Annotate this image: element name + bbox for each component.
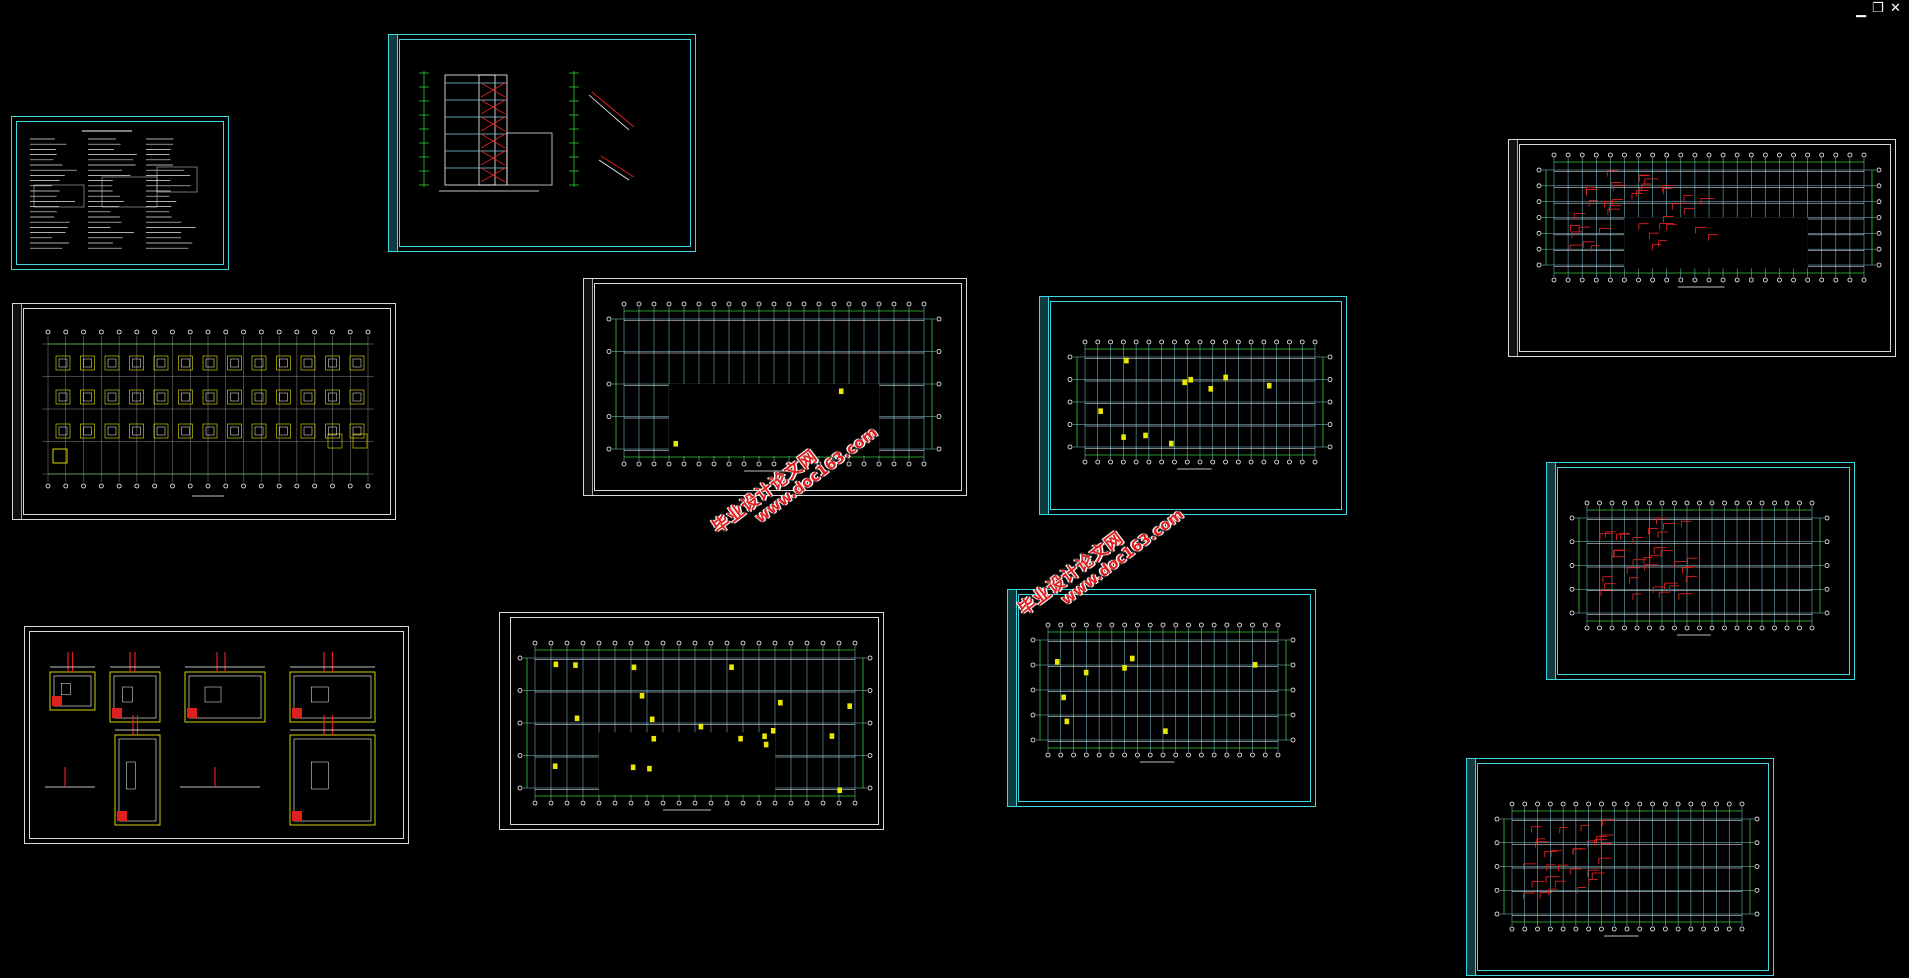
drawing-sheet-foundation-details[interactable] [24, 626, 409, 844]
drawing-sheet-floor-plan-3[interactable] [499, 612, 884, 830]
drawing-sheet-floor-plan-red-1[interactable] [1508, 139, 1896, 357]
design-notes-text-block [12, 117, 228, 269]
restore-button[interactable]: ❐ [1872, 2, 1884, 16]
floor-plan-2-drawing [1040, 297, 1346, 514]
floor-plan-red-1-drawing [1509, 140, 1895, 356]
floor-plan-4-drawing [1008, 590, 1315, 806]
drawing-sheet-foundation-plan[interactable] [12, 303, 396, 520]
drawing-sheet-stair-detail[interactable] [388, 34, 696, 252]
foundation-details-drawing [25, 627, 408, 843]
drawing-sheet-design-notes[interactable] [11, 116, 229, 270]
floor-plan-3-drawing [500, 613, 883, 829]
drawing-sheet-floor-plan-red-3[interactable] [1466, 758, 1774, 976]
close-button[interactable]: ✕ [1890, 2, 1901, 16]
stair-section-drawing [389, 35, 695, 251]
floor-plan-red-3-drawing [1467, 759, 1773, 975]
minimize-button[interactable]: ▁ [1856, 4, 1866, 18]
drawing-sheet-floor-plan-4[interactable] [1007, 589, 1316, 807]
floor-plan-1-drawing [584, 279, 966, 495]
drawing-sheet-floor-plan-1[interactable] [583, 278, 967, 496]
drawing-sheet-floor-plan-2[interactable] [1039, 296, 1347, 515]
drawing-sheet-floor-plan-red-2[interactable] [1546, 462, 1855, 680]
floor-plan-red-2-drawing [1547, 463, 1854, 679]
foundation-plan-drawing [13, 304, 395, 519]
